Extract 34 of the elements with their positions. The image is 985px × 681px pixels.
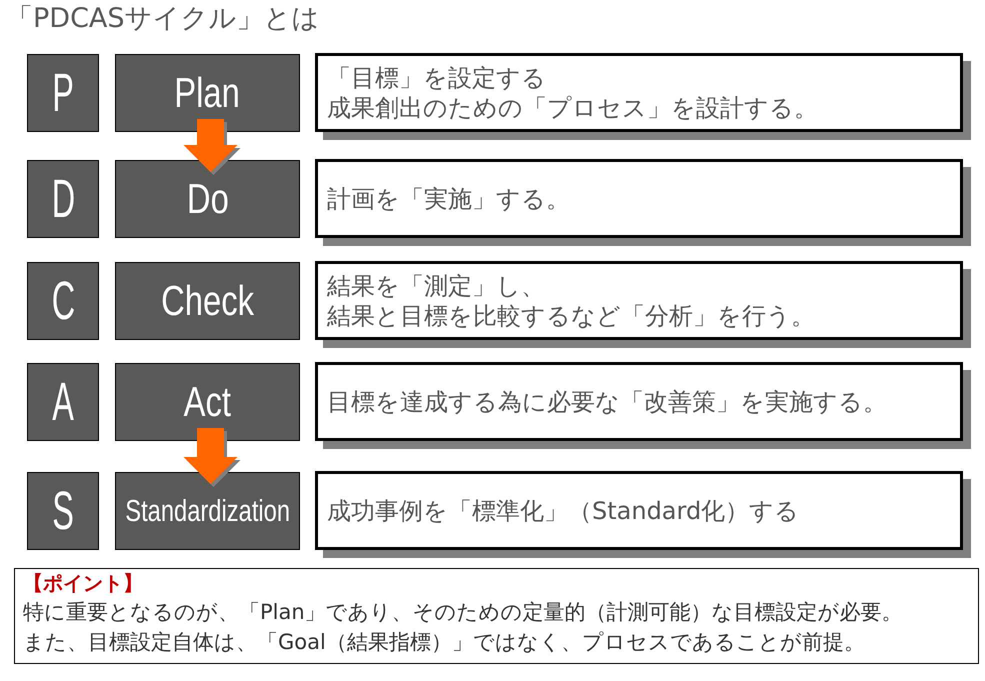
arrow [184, 119, 238, 172]
step-box [115, 363, 300, 441]
description-text: 結果を「測定」し、 [327, 270, 545, 300]
step-name: Do [186, 174, 228, 224]
letter-box [27, 363, 99, 441]
description-text: 目標を達成する為に必要な「改善策」を実施する。 [327, 386, 887, 416]
step-box [115, 160, 300, 238]
step-box [115, 54, 300, 132]
description-text: 「目標」を設定する [327, 62, 546, 92]
description-text: 計画を「実施」する。 [327, 184, 570, 214]
note-box [14, 568, 979, 664]
step-letter: P [52, 63, 74, 123]
step-letter: S [52, 481, 74, 541]
description-text: 結果と目標を比較するなど「分析」を行う。 [327, 300, 815, 330]
letter-box [27, 54, 99, 132]
step-letter: C [51, 271, 75, 331]
step-box [115, 262, 300, 340]
letter-box [27, 472, 99, 550]
step-letter: A [52, 372, 74, 432]
note-text: また、目標設定自体は、「Goal（結果指標）」ではなく、プロセスであることが前提。 [23, 629, 865, 656]
description-text: 成果創出のための「プロセス」を設計する。 [327, 92, 818, 122]
title: 「PDCASサイクル」とは [6, 2, 320, 36]
step-letter: D [51, 169, 75, 229]
note-text: 特に重要となるのが、「Plan」であり、そのための定量的（計測可能）な目標設定が必要。 [23, 599, 903, 626]
letter-box [27, 160, 99, 238]
step-box [115, 472, 300, 550]
step-name: Act [184, 377, 232, 427]
note-heading: 【ポイント】 [23, 570, 143, 597]
arrow [184, 428, 238, 484]
step-name: Plan [174, 68, 240, 118]
description-text: 成功事例を「標準化」（Standard化）する [327, 496, 800, 526]
step-name: Check [161, 276, 254, 326]
step-name: Standardization [125, 493, 290, 530]
letter-box [27, 262, 99, 340]
